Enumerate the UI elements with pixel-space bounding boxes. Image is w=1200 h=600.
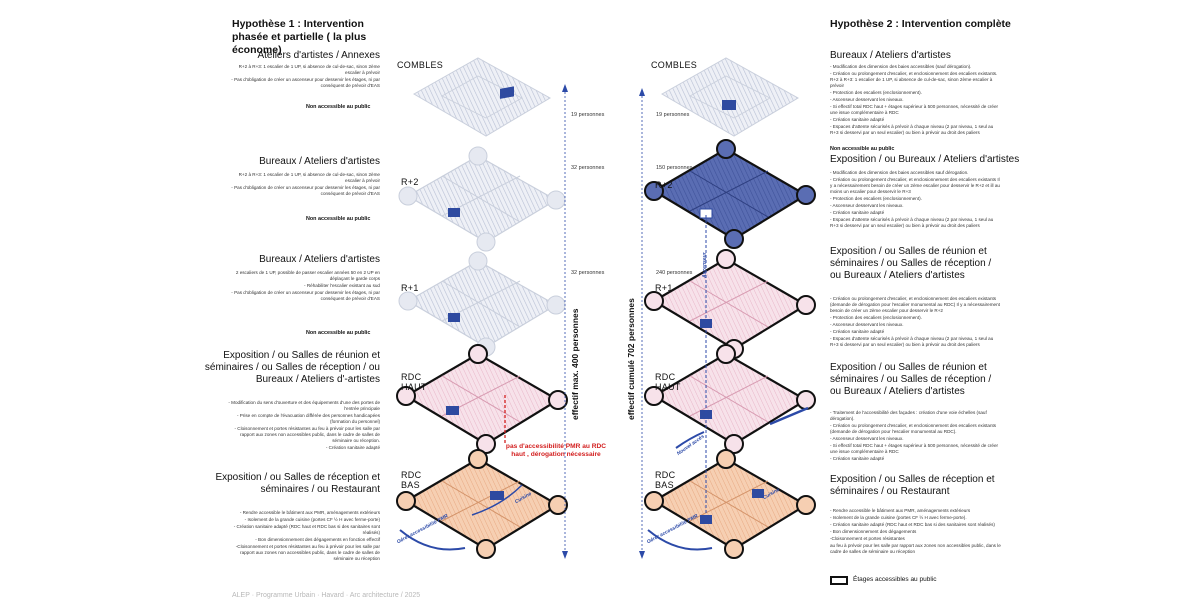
h1-section-2-status: Non accessible au public xyxy=(306,216,371,222)
h2-floor-rdc-bas xyxy=(644,449,816,559)
h2-vertical-label: effectif cumulé 702 personnes xyxy=(626,298,636,420)
h2-floor-r2 xyxy=(644,139,816,249)
h2-persons-r2: 150 personnes xyxy=(656,165,693,171)
h2-title: Hypothèse 2 : Intervention complète xyxy=(830,18,1011,30)
h2-level-r1: R+1 xyxy=(655,283,673,293)
h1-title: Hypothèse 1 : Intervention phasée et par… xyxy=(232,18,367,56)
h2-section-4-notes: - Traitement de l'accessibilité des faça… xyxy=(830,410,999,461)
h1-section-3-title: Bureaux / Ateliers d'artistes xyxy=(259,254,380,265)
h1-floor-rdc-haut xyxy=(396,344,568,454)
legend-swatch xyxy=(830,576,848,585)
h1-vertical-label: effectif max. 400 personnes xyxy=(570,308,580,421)
h1-level-r1: R+1 xyxy=(401,283,419,293)
h1-section-5-notes: - Rendre accessible le bâtiment aux PMR,… xyxy=(233,510,380,561)
h1-level-rdc-haut: RDC HAUT xyxy=(401,372,427,392)
h1-persons-combles: 19 personnes xyxy=(571,112,605,118)
h2-level-combles: COMBLES xyxy=(651,60,698,70)
h1-level-combles: COMBLES xyxy=(397,60,444,70)
h1-section-4-title: Exposition / ou Salles de réunion et sém… xyxy=(204,350,380,385)
h2-section-3-title: Exposition / ou Salles de réunion et sém… xyxy=(830,246,992,281)
h1-persons-r2: 32 personnes xyxy=(571,165,605,171)
h1-floor-r2 xyxy=(398,146,566,252)
h2-floor-combles xyxy=(660,57,800,137)
h1-section-1-notes: R+2 à R+3: 1 escalier de 1 UP, si absenc… xyxy=(231,64,380,88)
h1-section-2-title: Bureaux / Ateliers d'artistes xyxy=(259,156,380,167)
footer-credit: ALEP · Programme Urbain · Havard · Arc a… xyxy=(232,592,421,599)
h1-floor-combles xyxy=(412,57,552,137)
h1-level-rdc-bas: RDC BAS xyxy=(401,470,422,490)
h2-floor-rdc-haut xyxy=(644,344,816,454)
h2-ramp-arrow xyxy=(647,529,713,551)
h2-access-arrow xyxy=(675,431,705,449)
h2-section-5-notes: - Rendre accessible le bâtiment aux PMR,… xyxy=(830,508,1001,554)
h1-section-2-notes: R+2 à R+3: 1 escalier de 1 UP, si absenc… xyxy=(231,172,380,196)
h1-section-3-status: Non accessible au public xyxy=(306,330,371,336)
h1-ramp-arrow xyxy=(399,529,466,551)
legend-label: Étages accessibles au public xyxy=(853,576,937,583)
h2-section-3-notes: - Création ou prolongement d'escalier, e… xyxy=(830,296,1000,347)
h2-floor-r1 xyxy=(644,249,816,359)
h1-warning: pas d'accessibilité PMR au RDC haut , dé… xyxy=(505,443,607,458)
h2-section-2-notes: - Modification des dimension des baies a… xyxy=(830,170,1000,228)
h1-level-r2: R+2 xyxy=(401,177,419,187)
h1-section-3-notes: 2 escaliers de 1 UP, possible de passer … xyxy=(231,270,380,301)
h2-section-4-title: Exposition / ou Salles de réunion et sém… xyxy=(830,362,992,397)
h2-level-r2: R+2 xyxy=(655,180,673,190)
h1-section-4-notes: - Modification du sens d'ouverture et de… xyxy=(228,400,380,450)
h2-section-1-status: Non accessible au public xyxy=(830,146,895,152)
h2-level-rdc-bas: RDC BAS xyxy=(655,470,676,490)
h2-persons-r1: 240 personnes xyxy=(656,270,693,276)
h2-elevator-label: Ascenseur xyxy=(702,252,708,278)
h1-section-5-title: Exposition / ou Salles de réception et s… xyxy=(215,472,380,495)
h1-section-1-status: Non accessible au public xyxy=(306,104,371,110)
h2-persons-combles: 19 personnes xyxy=(656,112,690,118)
h2-section-5-title: Exposition / ou Salles de réception et s… xyxy=(830,474,995,497)
h2-section-2-title: Exposition / ou Bureaux / Ateliers d'art… xyxy=(830,154,1020,165)
h1-floor-r1 xyxy=(398,251,566,357)
h2-section-1-title: Bureaux / Ateliers d'artistes xyxy=(830,50,951,61)
h1-floor-rdc-bas xyxy=(396,449,568,559)
h1-section-1-title: Ateliers d'artistes / Annexes xyxy=(257,50,380,61)
h2-section-1-notes: - Modification des dimension des baies a… xyxy=(830,64,999,135)
h2-level-rdc-haut: RDC HAUT xyxy=(655,372,681,392)
h1-persons-r1: 32 personnes xyxy=(571,270,605,276)
